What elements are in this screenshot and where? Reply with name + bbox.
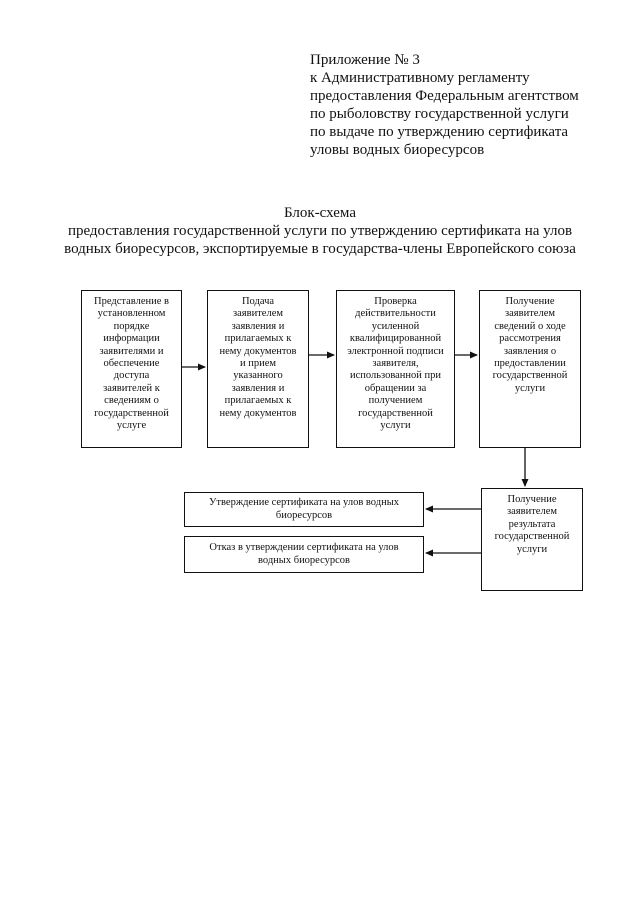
result-text: Утверждение сертификата на улов водных: [209, 497, 399, 509]
result-text: биоресурсов: [275, 509, 333, 521]
step-text: государственной: [492, 370, 568, 382]
step-text: услуге: [116, 420, 147, 432]
step-text: получением: [368, 395, 423, 407]
step-text: сведений о ходе: [494, 320, 566, 332]
step-text: нему документов: [219, 345, 297, 357]
flowchart-title: Блок-схема предоставления государственно…: [0, 204, 640, 258]
result-refuse-box: Отказ в утверждении сертификата на улов …: [184, 536, 424, 573]
step-text: порядке: [113, 320, 150, 332]
appendix-line: предоставления Федеральным агентством: [310, 88, 579, 104]
step-text: заявителями и: [99, 345, 164, 357]
step-text: заявителем: [232, 308, 283, 320]
flow-step-4: Получение заявителем сведений о ходе рас…: [479, 290, 581, 448]
step-text: информации: [103, 333, 160, 345]
appendix-line: уловы водных биоресурсов: [310, 142, 485, 158]
step-text: Получение: [505, 296, 555, 307]
appendix-line: по рыболовству государственной услуги: [310, 106, 569, 122]
result-text: Отказ в утверждении сертификата на улов: [209, 542, 399, 554]
step-text: сведениям о: [104, 395, 159, 407]
step-text: заявителя,: [372, 358, 419, 370]
step-text: заявителем: [506, 506, 557, 518]
step-text: услуги: [516, 543, 548, 555]
step-text: заявления и: [231, 382, 285, 394]
step-text: государственной: [358, 407, 433, 419]
flowchart-subtitle-line: водных биоресурсов, экспортируемые в гос…: [64, 241, 576, 257]
flowchart-subtitle-line: предоставления государственной услуги по…: [67, 223, 573, 239]
step-text: нему документов: [219, 407, 297, 419]
step-text: доступа: [113, 370, 150, 382]
step-text: предоставлении: [494, 358, 566, 370]
flow-step-3: Проверка действительности усиленной квал…: [336, 290, 455, 448]
step-text: Получение: [507, 494, 557, 505]
step-text: Проверка: [374, 296, 417, 307]
flow-step-2: Подача заявителем заявления и прилагаемы…: [207, 290, 309, 448]
step-text: установленном: [97, 308, 166, 320]
result-text: водных биоресурсов: [258, 554, 350, 566]
step-text: квалифицированной: [349, 333, 442, 345]
step-text: действительности: [355, 308, 436, 320]
flow-step-1: Представление в установленном порядке ин…: [81, 290, 182, 448]
step-text: и прием: [239, 358, 277, 370]
step-text: электронной подписи: [347, 345, 444, 357]
step-text: заявления о: [503, 345, 557, 357]
step-text: указанного: [233, 370, 283, 382]
step-text: заявления и: [231, 320, 285, 332]
flowchart-heading: Блок-схема: [284, 205, 356, 221]
step-text: обеспечение: [103, 358, 160, 370]
flow-step-5: Получение заявителем результата государс…: [481, 488, 583, 591]
step-text: Подача: [241, 296, 275, 307]
step-text: услуги: [380, 420, 411, 432]
step-text: заявителем: [504, 308, 555, 320]
step-text: использованной при: [349, 370, 442, 382]
step-text: прилагаемых к: [224, 333, 292, 345]
step-text: прилагаемых к: [224, 395, 292, 407]
step-text: услуги: [514, 382, 546, 394]
step-text: обращении за: [364, 382, 427, 394]
result-approve-box: Утверждение сертификата на улов водных б…: [184, 492, 424, 527]
step-text: Представление в: [94, 296, 169, 307]
step-text: рассмотрения: [499, 333, 561, 345]
step-text: усиленной: [371, 320, 420, 332]
step-text: государственной: [494, 531, 570, 543]
appendix-number: Приложение № 3: [310, 52, 420, 68]
step-text: государственной: [94, 407, 169, 419]
step-text: заявителей к: [103, 382, 160, 394]
appendix-header: Приложение № 3 к Административному регла…: [310, 51, 610, 159]
appendix-line: к Административному регламенту: [310, 70, 530, 86]
appendix-line: по выдаче по утверждению сертификата: [310, 124, 569, 140]
step-text: результата: [508, 518, 556, 530]
